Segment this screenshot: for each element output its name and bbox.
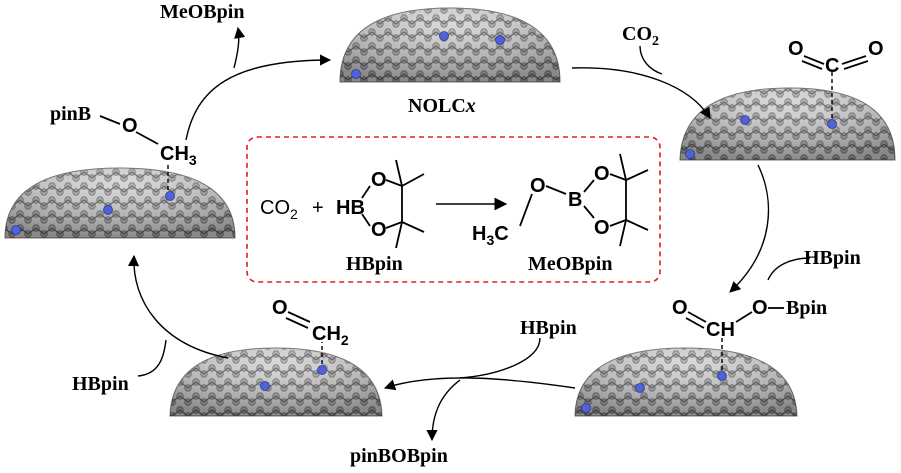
arrow-second-hydroboration: [383, 377, 576, 391]
label-hbpin-right: HBpin: [804, 247, 861, 269]
meobpin-structure: H3C O B O O: [472, 153, 649, 248]
svg-text:O: O: [752, 297, 768, 319]
nitrogen-atom: [740, 115, 750, 125]
arrow-hbpin-input-bottom: [459, 337, 541, 379]
label-hbpin-bottom: HBpin: [520, 317, 577, 339]
nitrogen-atom: [495, 35, 505, 45]
svg-text:CH2: CH2: [312, 323, 349, 348]
eq-product-label: MeOBpin: [528, 253, 612, 275]
intermediate-methoxy: CH3 O pinB: [50, 103, 197, 190]
nitrogen-atom: [165, 191, 175, 201]
svg-text:B: B: [568, 189, 582, 211]
intermediate-co2-adsorbed: C O O: [788, 38, 884, 118]
eq-hb: HB: [336, 197, 365, 219]
svg-text:O: O: [272, 297, 288, 319]
nitrogen-atom: [11, 225, 21, 235]
nitrogen-atom: [717, 371, 727, 381]
arrow-release-pinbobpin: [426, 379, 461, 442]
svg-text:O: O: [868, 38, 884, 60]
nitrogen-atom: [260, 381, 270, 391]
eq-plus: +: [312, 197, 324, 219]
label-co2-input: CO2: [622, 23, 659, 49]
arrow-regenerate-catalyst: [185, 54, 332, 141]
nitrogen-atom: [103, 205, 113, 215]
catalyst-label: NOLCx: [408, 95, 476, 117]
arrow-release-meobpin: [233, 26, 246, 69]
arrow-hbpin-input-right: [767, 257, 811, 281]
nitrogen-atom: [351, 69, 361, 79]
arrow-co2-adsorption: [571, 67, 711, 119]
eq-co2: CO2: [260, 197, 298, 222]
svg-text:O: O: [530, 175, 546, 197]
nitrogen-atom: [439, 31, 449, 41]
svg-text:O: O: [594, 163, 610, 185]
svg-text:CH3: CH3: [160, 143, 197, 168]
svg-text:O: O: [594, 217, 610, 239]
catalyst-dome-left: [4, 167, 236, 239]
nitrogen-atom: [685, 149, 695, 159]
nitrogen-atom: [317, 365, 327, 375]
svg-text:O: O: [788, 38, 804, 60]
catalyst-dome-right: [679, 87, 896, 161]
label-pinbobpin-release: pinBOBpin: [350, 445, 448, 467]
label-hbpin-left: HBpin: [72, 373, 129, 395]
nitrogen-atom: [581, 403, 591, 413]
svg-text:Bpin: Bpin: [786, 297, 827, 319]
svg-text:O: O: [122, 115, 138, 137]
svg-text:pinB: pinB: [50, 103, 91, 125]
intermediate-formaldehyde: CH2 O: [272, 297, 349, 364]
arrow-hbpin-input-left: [137, 339, 167, 377]
svg-text:C: C: [825, 55, 839, 77]
svg-text:H3C: H3C: [472, 223, 509, 248]
intermediate-formate: CH O O Bpin: [672, 297, 827, 370]
svg-text:O: O: [371, 219, 387, 241]
arrow-third-hydroboration: [127, 254, 229, 359]
nitrogen-atom: [827, 119, 837, 129]
arrow-first-hydroboration: [729, 164, 770, 293]
catalyst-dome-bottom-right: [574, 347, 798, 417]
label-meobpin-release: MeOBpin: [160, 1, 244, 23]
hbpin-structure: O O: [361, 159, 425, 249]
eq-reagent-label: HBpin: [346, 253, 403, 275]
arrow-co2-input: [639, 45, 663, 75]
svg-text:O: O: [371, 169, 387, 191]
catalyst-dome-bottom-center: [169, 347, 383, 417]
overall-reaction-equation: CO2 + HB O O HBpin H3C O: [260, 153, 649, 275]
catalyst-dome-top: [339, 7, 561, 83]
svg-text:CH: CH: [706, 319, 735, 341]
svg-text:O: O: [672, 297, 688, 319]
overall-reaction-box: [246, 136, 661, 283]
nitrogen-atom: [635, 383, 645, 393]
